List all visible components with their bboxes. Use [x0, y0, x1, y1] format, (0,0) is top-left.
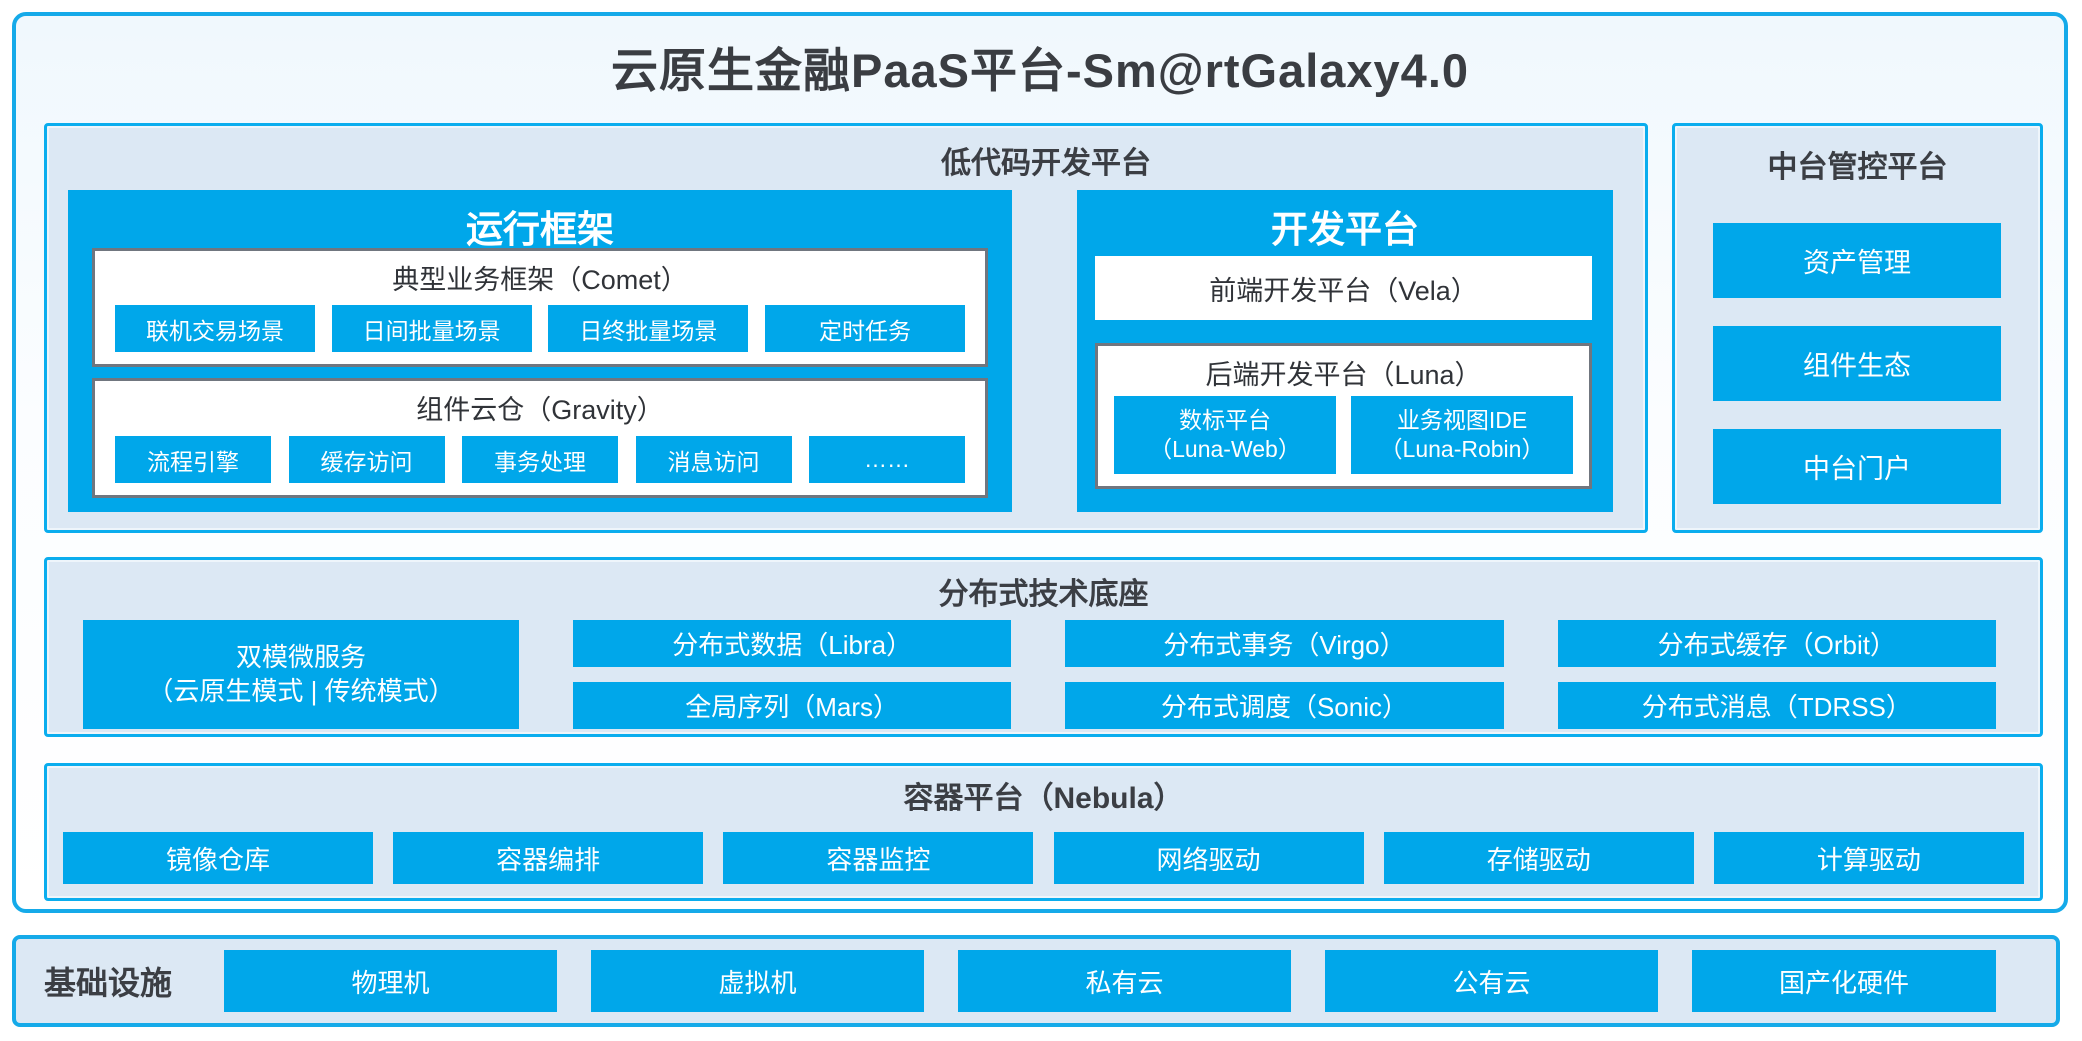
- runtime-framework-box: 运行框架 典型业务框架（Comet） 联机交易场景 日间批量场景 日终批量场景 …: [68, 190, 1012, 512]
- comet-items-row: 联机交易场景 日间批量场景 日终批量场景 定时任务: [115, 305, 965, 352]
- node-asset-management: 资产管理: [1713, 223, 2001, 298]
- node-distributed-cache-orbit: 分布式缓存（Orbit）: [1557, 620, 1996, 667]
- node-dual-mode-line2: （云原生模式 | 传统模式）: [147, 675, 455, 706]
- node-luna-web: 数标平台 （Luna-Web）: [1114, 396, 1336, 474]
- node-component-ecosystem: 组件生态: [1713, 326, 2001, 401]
- gravity-items-row: 流程引擎 缓存访问 事务处理 消息访问 ……: [115, 436, 965, 483]
- node-luna-web-line2: （Luna-Web）: [1149, 436, 1301, 462]
- node-process-engine: 流程引擎: [115, 436, 271, 483]
- node-domestic-hardware: 国产化硬件: [1692, 950, 1996, 1012]
- infrastructure-items-row: 物理机 虚拟机 私有云 公有云 国产化硬件: [224, 950, 1996, 1012]
- node-network-driver: 网络驱动: [1053, 832, 1364, 884]
- distributed-base-title: 分布式技术底座: [938, 578, 1149, 611]
- luna-backend-box: 后端开发平台（Luna） 数标平台 （Luna-Web） 业务视图IDE （Lu…: [1095, 343, 1592, 489]
- dev-platform-box: 开发平台 前端开发平台（Vela） 后端开发平台（Luna） 数标平台 （Lun…: [1077, 190, 1613, 512]
- node-private-cloud: 私有云: [958, 950, 1291, 1012]
- node-distributed-scheduling-sonic: 分布式调度（Sonic）: [1065, 682, 1504, 729]
- node-compute-driver: 计算驱动: [1713, 832, 2024, 884]
- main-container: 云原生金融PaaS平台-Sm@rtGalaxy4.0 低代码开发平台 运行框架 …: [12, 12, 2068, 913]
- luna-items-row: 数标平台 （Luna-Web） 业务视图IDE （Luna-Robin）: [1114, 396, 1573, 474]
- node-container-orchestration: 容器编排: [393, 832, 704, 884]
- node-luna-robin-line2: （Luna-Robin）: [1379, 436, 1545, 462]
- panel-container-platform: 容器平台（Nebula） 镜像仓库 容器编排 容器监控 网络驱动 存储驱动 计算…: [44, 763, 2043, 901]
- distributed-grid: 双模微服务 （云原生模式 | 传统模式） 分布式数据（Libra） 全局序列（M…: [83, 620, 1996, 729]
- comet-framework-title: 典型业务框架（Comet）: [392, 265, 688, 295]
- panel-mid-office-control: 中台管控平台 资产管理 组件生态 中台门户: [1672, 123, 2043, 533]
- node-message-access: 消息访问: [635, 436, 792, 483]
- panel-lowcode-platform: 低代码开发平台 运行框架 典型业务框架（Comet） 联机交易场景 日间批量场景…: [44, 123, 1648, 533]
- node-daytime-batch: 日间批量场景: [331, 305, 532, 352]
- node-ellipsis: ……: [809, 436, 965, 483]
- node-image-registry: 镜像仓库: [63, 832, 373, 884]
- node-storage-driver: 存储驱动: [1383, 832, 1694, 884]
- node-public-cloud: 公有云: [1325, 950, 1658, 1012]
- container-items-row: 镜像仓库 容器编排 容器监控 网络驱动 存储驱动 计算驱动: [63, 832, 2024, 884]
- node-distributed-data-libra: 分布式数据（Libra）: [573, 620, 1012, 667]
- gravity-warehouse-title: 组件云仓（Gravity）: [416, 395, 664, 425]
- node-global-sequence-mars: 全局序列（Mars）: [573, 682, 1012, 729]
- node-mid-office-portal: 中台门户: [1713, 429, 2001, 504]
- luna-backend-title: 后端开发平台（Luna）: [1205, 360, 1482, 390]
- node-luna-robin: 业务视图IDE （Luna-Robin）: [1351, 396, 1573, 474]
- node-distributed-message-tdrss: 分布式消息（TDRSS）: [1557, 682, 1996, 729]
- container-platform-title: 容器平台（Nebula）: [903, 782, 1184, 815]
- node-transaction-processing: 事务处理: [462, 436, 618, 483]
- node-luna-web-line1: 数标平台: [1179, 406, 1271, 433]
- infrastructure-title: 基础设施: [44, 965, 173, 1001]
- node-luna-robin-line1: 业务视图IDE: [1396, 406, 1528, 433]
- gravity-warehouse-box: 组件云仓（Gravity） 流程引擎 缓存访问 事务处理 消息访问 ……: [92, 378, 988, 498]
- node-end-of-day-batch: 日终批量场景: [548, 305, 749, 352]
- node-dual-mode-line1: 双模微服务: [235, 642, 366, 673]
- runtime-framework-title: 运行框架: [466, 209, 614, 250]
- node-container-monitoring: 容器监控: [723, 832, 1034, 884]
- panel-distributed-base: 分布式技术底座 双模微服务 （云原生模式 | 传统模式） 分布式数据（Libra…: [44, 557, 2043, 737]
- panel-infrastructure: 基础设施 物理机 虚拟机 私有云 公有云 国产化硬件: [12, 935, 2060, 1027]
- node-virtual-machine: 虚拟机: [591, 950, 924, 1012]
- node-physical-machine: 物理机: [224, 950, 557, 1012]
- comet-framework-box: 典型业务框架（Comet） 联机交易场景 日间批量场景 日终批量场景 定时任务: [92, 248, 988, 367]
- node-distributed-transaction-virgo: 分布式事务（Virgo）: [1065, 620, 1504, 667]
- vela-frontend-box: 前端开发平台（Vela）: [1095, 256, 1592, 320]
- lowcode-platform-title: 低代码开发平台: [941, 147, 1151, 180]
- node-dual-mode-microservice: 双模微服务 （云原生模式 | 传统模式）: [83, 620, 519, 729]
- node-cache-access: 缓存访问: [288, 436, 445, 483]
- page-title: 云原生金融PaaS平台-Sm@rtGalaxy4.0: [610, 44, 1470, 97]
- dev-platform-title: 开发平台: [1271, 209, 1419, 250]
- node-online-trading: 联机交易场景: [115, 305, 315, 352]
- node-scheduled-task: 定时任务: [764, 305, 965, 352]
- mid-office-title: 中台管控平台: [1767, 151, 1948, 184]
